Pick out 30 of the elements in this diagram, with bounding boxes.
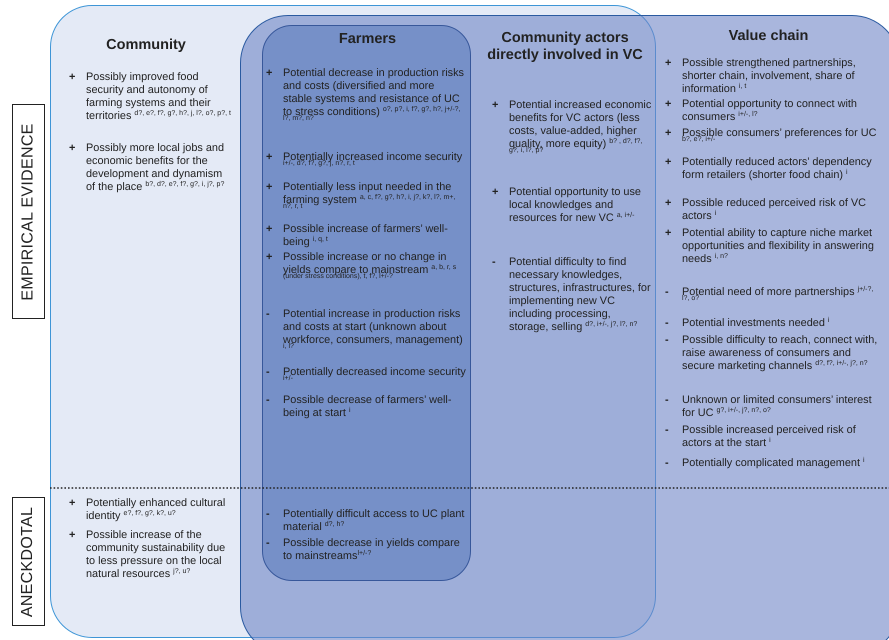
bullet-item: + Potential opportunity to use local knowledges and resources for new VC $^{a, i+/-}$ [492,186,642,226]
section-label-box [12,104,45,319]
bullet-item: + Potential opportunity to connect with consumers $^{i+/-, l?}$ [665,98,858,124]
column-heading: Farmers [338,31,398,48]
bullet-item: - Unknown or limited consumers’ interest for UC $^{g?, i+/-, j?, n?, o?}$ [665,394,873,420]
bullet-item: + Possible increase of farmers’ well-being $^{i, q, t}$ [266,223,449,250]
bullet-item: - Potential investments needed $^{i}$ [665,317,830,330]
bullet-item: - Possible difficulty to reach, connect with, raise awareness of consumers and secure marketing channels $^{d?, f?, i+/-, j?, n?}$ [665,334,878,374]
bullet-item: - Potential difficulty to find necessary knowledges, structures, infrastructures, for implementing new VC including processing, storage, selling $^{d?, i+/-, j?, l?, n?}$ [492,256,652,334]
bullet-item: - Possible decrease in yields compare to mainstreams$^{l+/-?}$ [266,537,461,564]
column-heading: Value chain [728,28,810,45]
bullet-item: + Potentially reduced actors’ dependency form retailers (shorter food chain) $^{i}$ [665,156,873,182]
bullet-item: - Possible decrease of farmers’ well-being at start $^{i}$ [266,394,452,420]
bullet-item: - Possible increased perceived risk of actors at the start $^{i}$ [665,424,857,450]
column-heading: Community actors directly involved in VC [486,30,644,64]
section-label: EMPIRICAL EVIDENCE [20,122,38,300]
section-label-box [12,497,45,626]
bullet-item: + Possibly improved food security and autonomy of farming systems and their territories $^{d?, e?, f?, g?, h?, j, l?, o?, p?, t}$ [69,71,232,124]
column-heading: Community [105,37,187,54]
bullet-item: - Potentially complicated management $^{i}$ [665,457,866,470]
bullet-item: + Possible reduced perceived risk of VC actors $^{i}$ [665,197,868,224]
bullet-item: + Possible strengthened partnerships, shorter chain, involvement, share of information $^{i, t}$ [665,57,857,96]
bullet-item: + Potentially enhanced cultural identity $^{e?, f?, g?, k?, u?}$ [69,497,226,524]
bullet-item: - Potentially difficult access to UC plant material $^{d?, h?}$ [266,508,466,534]
bullet-item: + Possibly more local jobs and economic benefits for the development and dynamism of the place $^{b?, d?, e?, f?, g?, i, j?, p?}$ [69,142,226,194]
farmers-box [262,25,471,581]
value-chain-region [240,15,889,640]
section-label: ANECKDOTAL [20,506,38,617]
bullet-item: + Possible increase of the community sustainability due to less pressure on the local natural resources $^{j?, u?}$ [69,529,226,582]
bullet-item: + Potential ability to capture niche market opportunities and flexibility in answering needs $^{i, n?}$ [665,227,875,266]
